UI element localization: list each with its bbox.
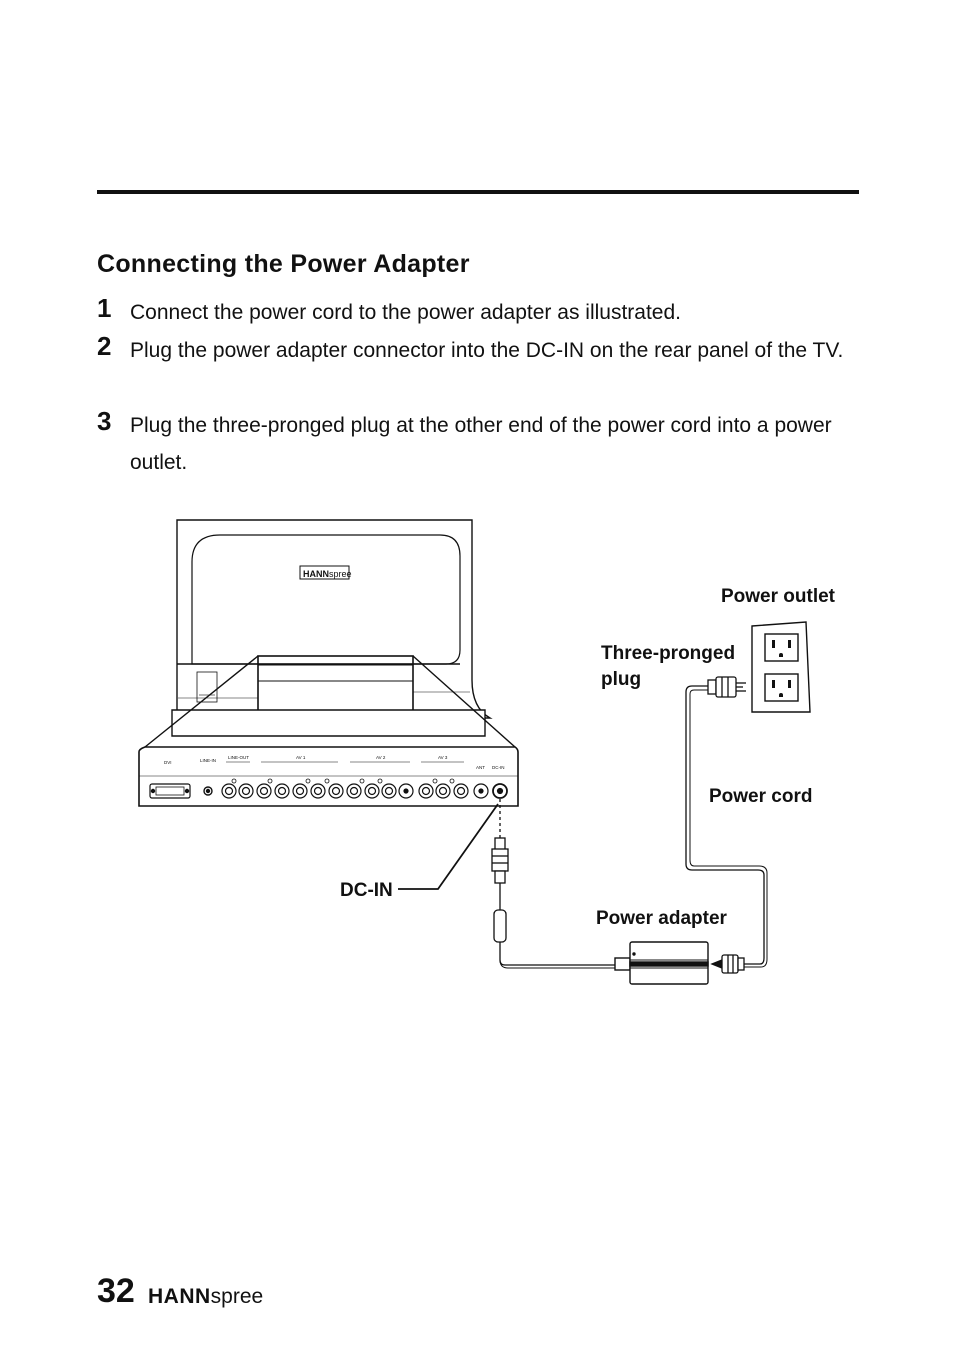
top-rule bbox=[97, 190, 859, 194]
step-1: 1 Connect the power cord to the power ad… bbox=[97, 293, 867, 331]
page-title: Connecting the Power Adapter bbox=[97, 250, 470, 278]
tv-logo-box bbox=[299, 565, 350, 580]
page-number: 32 bbox=[97, 1272, 135, 1310]
label-three-pronged-line2: plug bbox=[601, 669, 642, 690]
panel-label-av2: AV 2 bbox=[376, 755, 386, 760]
label-power-outlet: Power outlet bbox=[721, 586, 836, 607]
power-outlet-illustration bbox=[751, 621, 811, 713]
adapter-cord-plug bbox=[710, 954, 745, 974]
label-power-adapter: Power adapter bbox=[596, 908, 727, 929]
step-text: Connect the power cord to the power adap… bbox=[130, 301, 681, 324]
step-2: 2 Plug the power adapter connector into … bbox=[97, 331, 867, 369]
step-number: 2 bbox=[97, 331, 112, 361]
three-pronged-plug-illustration bbox=[707, 676, 746, 698]
panel-label-dvi: DVI bbox=[164, 760, 172, 765]
panel-label-line-in: LINE-IN bbox=[200, 758, 216, 763]
step-text: Plug the power adapter connector into th… bbox=[130, 339, 844, 362]
footer-brand-logo: HANNspree bbox=[148, 1285, 263, 1309]
step-3: 3 Plug the three-pronged plug at the oth… bbox=[97, 406, 867, 481]
tv-logo-text: HANNspree bbox=[303, 569, 352, 579]
step-text: Plug the three-pronged plug at the other… bbox=[130, 414, 832, 474]
rca-jacks bbox=[221, 778, 508, 799]
dc-connector bbox=[491, 837, 509, 884]
brand-light: spree bbox=[210, 1285, 264, 1308]
panel-label-ant: ANT bbox=[476, 765, 485, 770]
dvi-port bbox=[149, 783, 191, 799]
label-power-cord: Power cord bbox=[709, 786, 813, 807]
panel-label-av3: AV 3 bbox=[438, 755, 448, 760]
power-cord-line bbox=[685, 685, 765, 965]
dc-in-port bbox=[492, 783, 508, 799]
rear-panel-zoom bbox=[138, 746, 519, 807]
line-in-port bbox=[203, 786, 213, 796]
power-adapter-illustration bbox=[614, 941, 709, 985]
panel-label-av1: AV 1 bbox=[296, 755, 306, 760]
brand-bold: HANN bbox=[148, 1285, 211, 1308]
label-three-pronged-line1: Three-pronged bbox=[601, 643, 736, 664]
panel-label-line-out: LINE-OUT bbox=[228, 755, 249, 760]
label-dc-in: DC-IN bbox=[340, 880, 393, 901]
dc-in-callout-line bbox=[398, 803, 499, 890]
panel-label-dc-in: DC-IN bbox=[492, 765, 505, 770]
step-number: 1 bbox=[97, 293, 112, 323]
step-number: 3 bbox=[97, 406, 112, 436]
tv-rear-illustration bbox=[138, 519, 519, 807]
